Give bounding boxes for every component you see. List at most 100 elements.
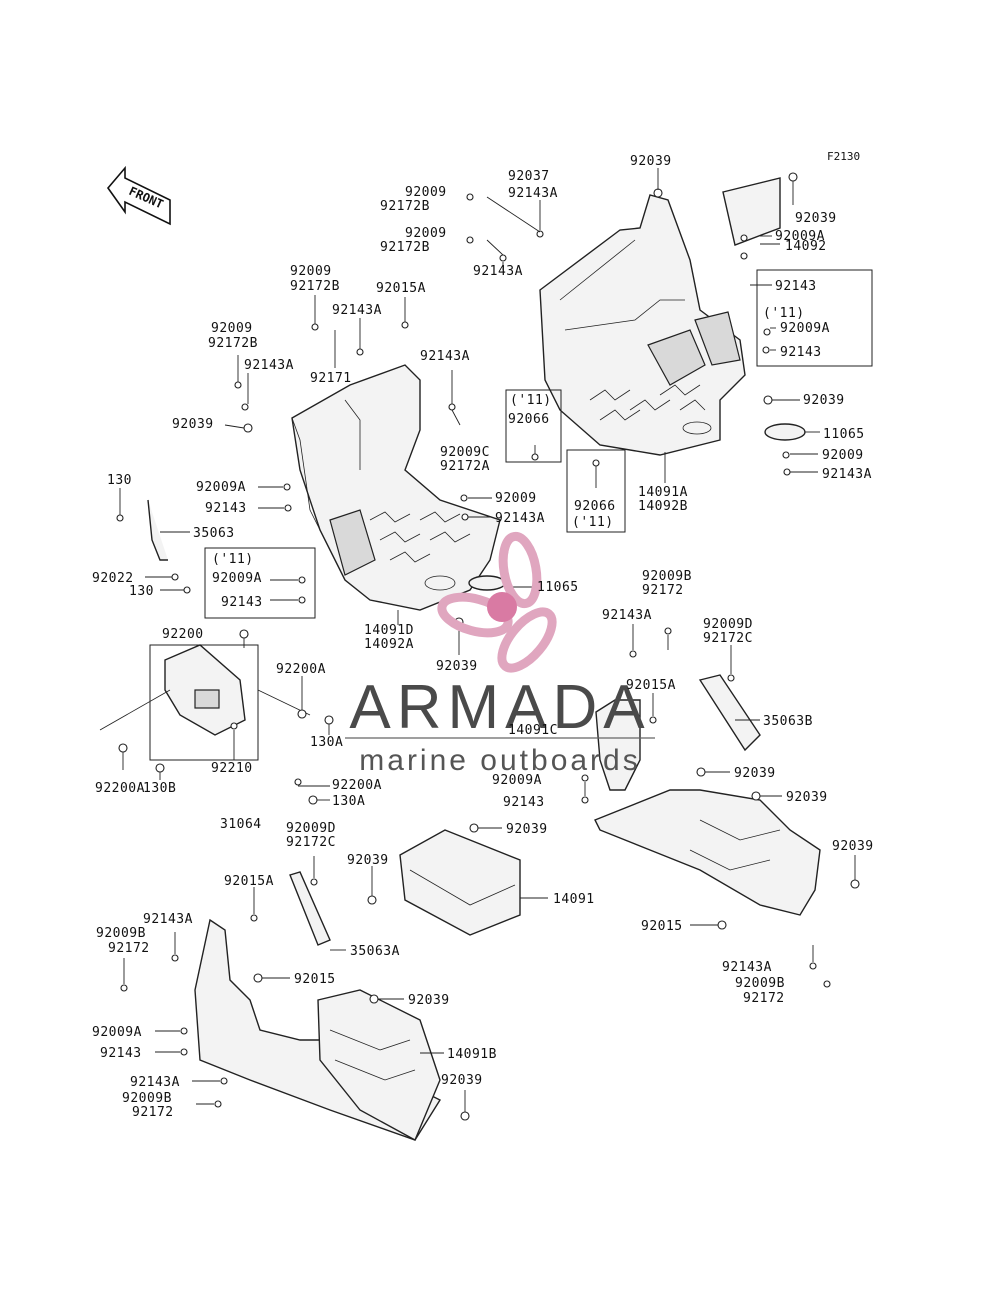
bolt-icon [460,1111,470,1121]
bolt-icon [823,980,831,988]
part-label: 92009B [735,976,785,991]
part-label: 92015A [626,678,676,693]
part-label: 11065 [537,580,579,595]
part-label: ('11) [572,515,614,530]
footwell-guard-14091b [317,989,441,1141]
upper-right-floor-assembly [505,177,873,533]
washer-icon [536,230,544,238]
part-label: 92039 [803,393,845,408]
note-box-11-center [505,389,562,463]
part-label: 92172 [108,941,150,956]
bolt-icon [696,767,706,777]
washer-icon [783,468,791,476]
part-label: 92172A [440,459,490,474]
bolt-icon [653,188,663,198]
bracket-assembly-31064 [99,644,311,761]
part-label: 92143A [822,467,872,482]
bolt-icon [581,774,589,782]
part-label: 35063A [350,944,400,959]
part-label: 92143A [473,264,523,279]
washer-icon [171,954,179,962]
front-direction-arrow: FRONT [106,165,171,226]
bracket-35063 [147,499,168,561]
clip-icon [717,920,727,930]
washer-icon [809,962,817,970]
part-label: 35063 [193,526,235,541]
washer-icon [239,629,249,639]
washer-icon [118,743,128,753]
floor-mesh-right-front [647,329,706,386]
bolt-icon [664,627,672,635]
part-label: 92039 [172,417,214,432]
part-label: 14091D [364,623,414,638]
washer-icon [171,573,179,581]
bolt-icon [369,994,379,1004]
part-label: 92172 [642,583,684,598]
part-label: 92172 [743,991,785,1006]
part-label: 92009A [775,229,825,244]
part-label: 92172 [132,1105,174,1120]
bolt-icon [460,494,468,502]
bolt-icon [310,878,318,886]
bolt-icon [214,1100,222,1108]
note-box-11-left [204,547,316,619]
part-label: 130 [107,473,132,488]
part-label: 92172C [286,835,336,850]
washer-icon [762,346,770,354]
part-label: 14092B [638,499,688,514]
washer-icon [180,1048,188,1056]
bolt-icon [243,423,253,433]
part-label: 92172B [208,336,258,351]
part-label: 14091B [447,1047,497,1062]
watermark-logo: ARMADA marine outboards [345,531,655,777]
bracket-35063a [289,871,331,946]
part-label: 92039 [441,1073,483,1088]
right-side-guard-assembly [594,674,821,916]
part-label: 92143 [780,345,822,360]
washer-icon [297,709,307,719]
bolt-icon [751,791,761,801]
part-label: 130B [143,781,176,796]
bolt-icon [466,193,474,201]
part-label: 92200A [332,778,382,793]
floor-plug-11065-left [468,575,506,591]
part-label: 92066 [574,499,616,514]
clip-icon [253,973,263,983]
center-panel-assembly [399,829,521,936]
clip-icon [649,716,657,724]
part-label: 14092A [364,637,414,652]
clip-icon [401,321,409,329]
washer-icon [284,504,292,512]
part-label: 92066 [508,412,550,427]
part-label: 92009D [286,821,336,836]
washer-icon [356,348,364,356]
bolt-icon [116,514,124,522]
bolt-icon [230,722,238,730]
part-label: 92039 [506,822,548,837]
part-label: 92009 [405,185,447,200]
floor-mesh-right-rear [694,311,741,366]
part-labels: 92039 92037 92009 92172B 92143A 92009 92… [92,154,873,1120]
part-label: 92171 [310,371,352,386]
washer-icon [740,252,748,260]
bolt-icon [234,381,242,389]
part-label: 130A [310,735,343,750]
bolt-icon [727,674,735,682]
part-label: 92039 [786,790,828,805]
lower-left-guard-assembly [194,871,442,1141]
bolt-icon [183,586,191,594]
part-label: 92143A [420,349,470,364]
part-label: 92143 [100,1046,142,1061]
bolt-icon [763,328,771,336]
clip-icon [250,914,258,922]
part-label: 92039 [436,659,478,674]
part-label: 92009A [492,773,542,788]
part-label: 92015 [641,919,683,934]
bolt-icon [155,763,165,773]
note-box-11-lower [566,449,626,533]
bolt-icon [740,234,748,242]
note-box-11-right [756,269,873,367]
center-panel-14091 [399,829,521,936]
